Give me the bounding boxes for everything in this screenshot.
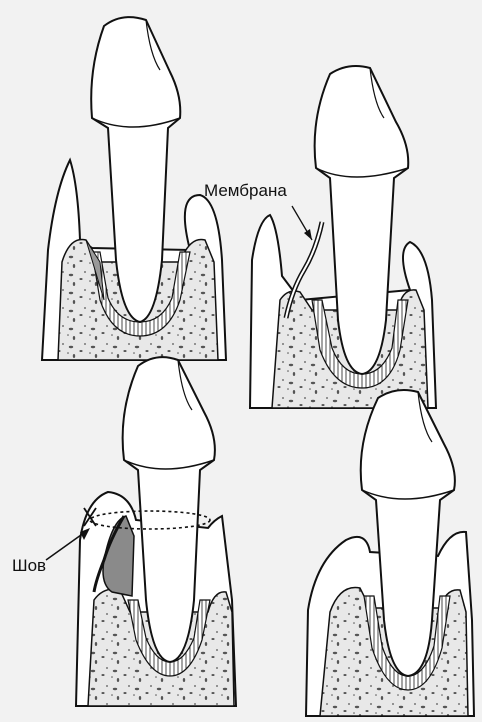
panel-healed-result — [306, 390, 474, 716]
membrane-label: Мембрана — [204, 181, 287, 201]
pointer-arrowhead — [304, 229, 312, 240]
panel-suture-graft — [46, 357, 236, 706]
suture-label: Шов — [12, 556, 46, 576]
panel-initial-defect — [42, 17, 226, 360]
panel-membrane-placement — [250, 66, 436, 408]
